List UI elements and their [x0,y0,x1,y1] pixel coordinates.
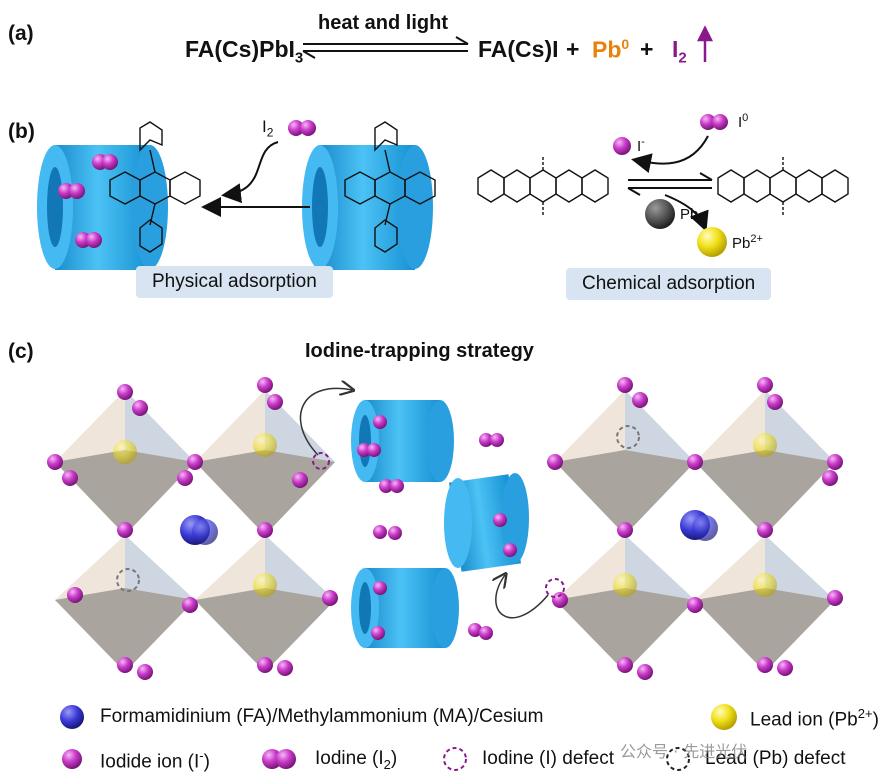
legend-iodide-text: Iodide ion (I [100,751,200,773]
radical-cation-structure [477,155,609,217]
equilibrium-arrows-a [302,36,469,59]
legend-iodine: Iodine (I2) [315,748,397,772]
panel-c-title: Iodine-trapping strategy [305,340,534,362]
pb0-ball [645,199,675,229]
iodine-molecules-adsorbed [58,154,118,248]
reaction-condition: heat and light [318,12,448,34]
center-cylinders-c [351,400,529,648]
redox-equilibrium-arrows [627,135,713,232]
pb-label: Pb [680,206,699,223]
adsorption-arrows-b [201,141,310,217]
trapped-iodine-c [357,415,517,640]
legend-pb-ion-end: ) [872,709,879,731]
cation-spheres-c [180,510,718,545]
i0-molecule [700,114,728,130]
panel-b-label: (b) [8,120,35,143]
i-minus-text: I [637,138,642,155]
i-minus-ball [613,137,631,155]
legend-pb-ion: Lead ion (Pb2+) [750,706,879,731]
lead-ions-c [113,433,777,597]
physical-adsorption-label: Physical adsorption [136,266,333,298]
iodide-ions-c [47,377,843,680]
plus-sign-1: + [566,36,580,62]
i-minus-superscript: - [641,136,645,148]
reactant-subscript: 3 [294,49,304,67]
legend-iodine-sub: 2 [383,756,391,772]
pb2-superscript: 2+ [750,233,763,245]
cylinder-empty [302,145,433,270]
octahedra-right [555,390,835,672]
i0-superscript: 0 [742,112,749,124]
plus-sign-2: + [640,36,654,62]
pb2-label: Pb2+ [732,233,763,252]
trapping-arrows-c [299,388,549,619]
legend-iodine-text: Iodine (I [315,748,384,769]
neutral-structure [717,155,849,217]
i2-text: I [262,117,267,136]
i-minus-label: I- [637,136,645,155]
legend-pb-ion-sup: 2+ [857,706,873,721]
legend-icons [60,704,737,771]
legend-iodine-end: ) [390,748,398,769]
molecule-structure-left [109,121,201,253]
panel-a-label: (a) [8,22,34,45]
legend-iodide-sup: - [199,748,204,763]
molecule-structure-right [344,121,436,253]
pb2-text: Pb [732,235,751,252]
chemical-adsorption-label: Chemical adsorption [566,268,772,300]
i0-text: I [738,114,743,131]
watermark: 公众号 · 先进光伏 [620,742,748,761]
legend-pb-defect: Lead (Pb) defect [705,748,846,769]
product2-text: Pb [592,36,622,63]
product1-formula: FA(Cs)I [478,36,559,62]
i2-subscript: 2 [266,125,274,140]
i2-molecule-b [288,120,316,136]
product2-formula: Pb0 [592,36,629,64]
reactant-text: FA(Cs)PbI [185,36,295,62]
legend-fa: Formamidinium (FA)/Methylammonium (MA)/C… [100,706,544,727]
i0-label: I0 [738,112,748,131]
legend-pb-ion-text: Lead ion (Pb [750,709,858,731]
product3-subscript: 2 [678,49,687,67]
panel-c-label: (c) [8,340,34,363]
octahedra-left [55,390,335,672]
product2-superscript: 0 [621,36,630,52]
product3-formula: I2 [672,36,687,67]
product3-text: I [672,36,679,62]
defects-c [116,425,640,598]
pb2-ball [697,227,727,257]
legend-iodide-end: ) [203,751,210,773]
gas-release-arrow [696,25,714,62]
reactant-formula: FA(Cs)PbI3 [185,36,303,67]
legend-i-defect: Iodine (I) defect [482,748,615,769]
legend-iodide: Iodide ion (I-) [100,748,210,773]
i2-label-b: I2 [262,117,273,139]
